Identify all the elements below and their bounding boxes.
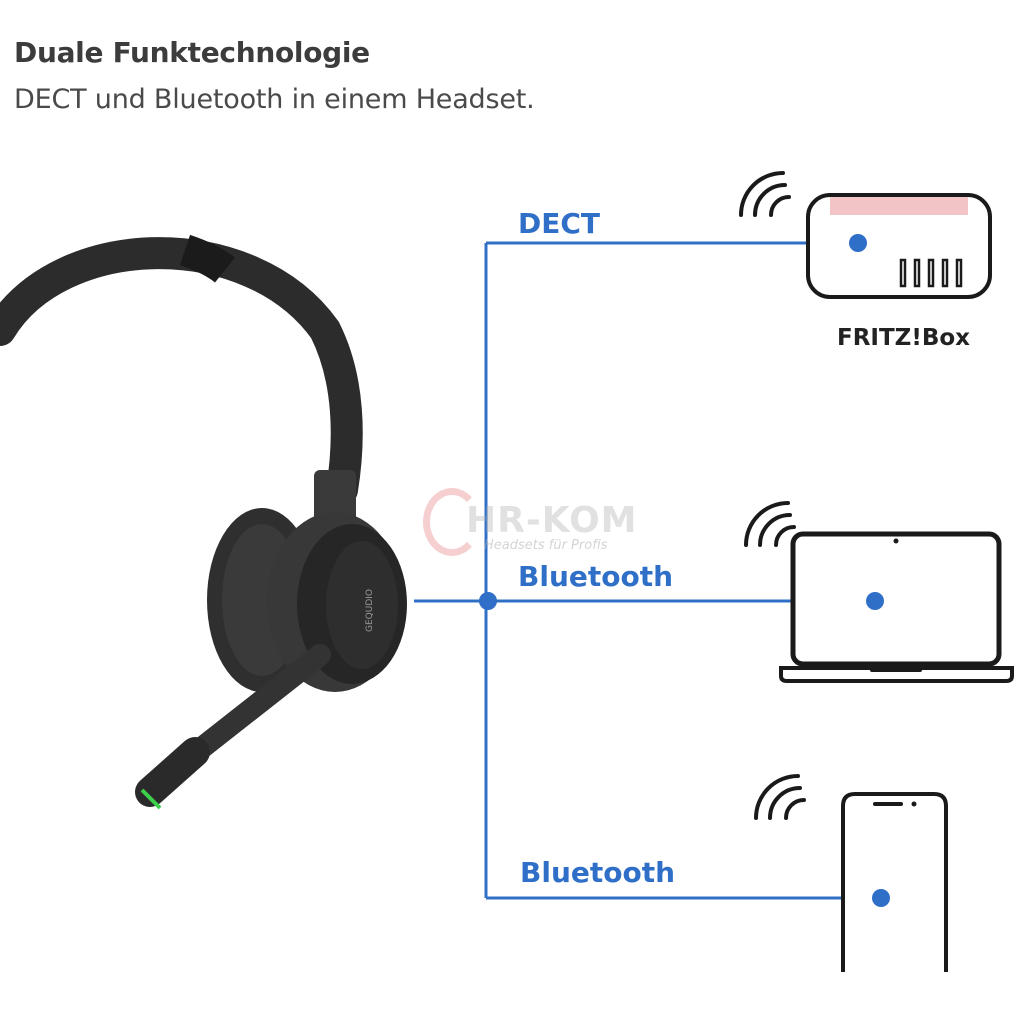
watermark-brand: HR-KOM — [466, 500, 638, 541]
connection-lines — [414, 241, 881, 900]
headset-headband — [0, 237, 363, 506]
watermark-tagline: Headsets für Profis — [484, 538, 608, 553]
page-title: Duale Funktechnologie — [14, 36, 370, 69]
smartphone-dot — [872, 889, 890, 907]
junction-dot — [479, 592, 497, 610]
wifi-signal-icon — [744, 501, 796, 547]
smartphone-icon — [841, 792, 948, 972]
watermark-logo-ring — [423, 488, 481, 556]
wifi-signal-icon — [739, 171, 791, 217]
laptop-icon — [779, 531, 1014, 683]
wifi-signal-icon — [754, 774, 806, 820]
connection-label-bluetooth-phone: Bluetooth — [520, 856, 676, 889]
headset-illustration: GEQUDIO — [0, 234, 407, 810]
router-icon — [806, 193, 992, 299]
headset-brand-text: GEQUDIO — [365, 589, 375, 632]
connection-label-bluetooth-laptop: Bluetooth — [518, 560, 674, 593]
router-stripe — [830, 197, 968, 215]
connection-label-dect: DECT — [518, 207, 601, 240]
router-dot — [849, 234, 867, 252]
router-vents — [899, 258, 963, 288]
headset-mic-led — [140, 788, 162, 810]
laptop-dot — [866, 592, 884, 610]
router-label: FRITZ!Box — [837, 325, 971, 351]
page-subtitle: DECT und Bluetooth in einem Headset. — [14, 84, 535, 115]
